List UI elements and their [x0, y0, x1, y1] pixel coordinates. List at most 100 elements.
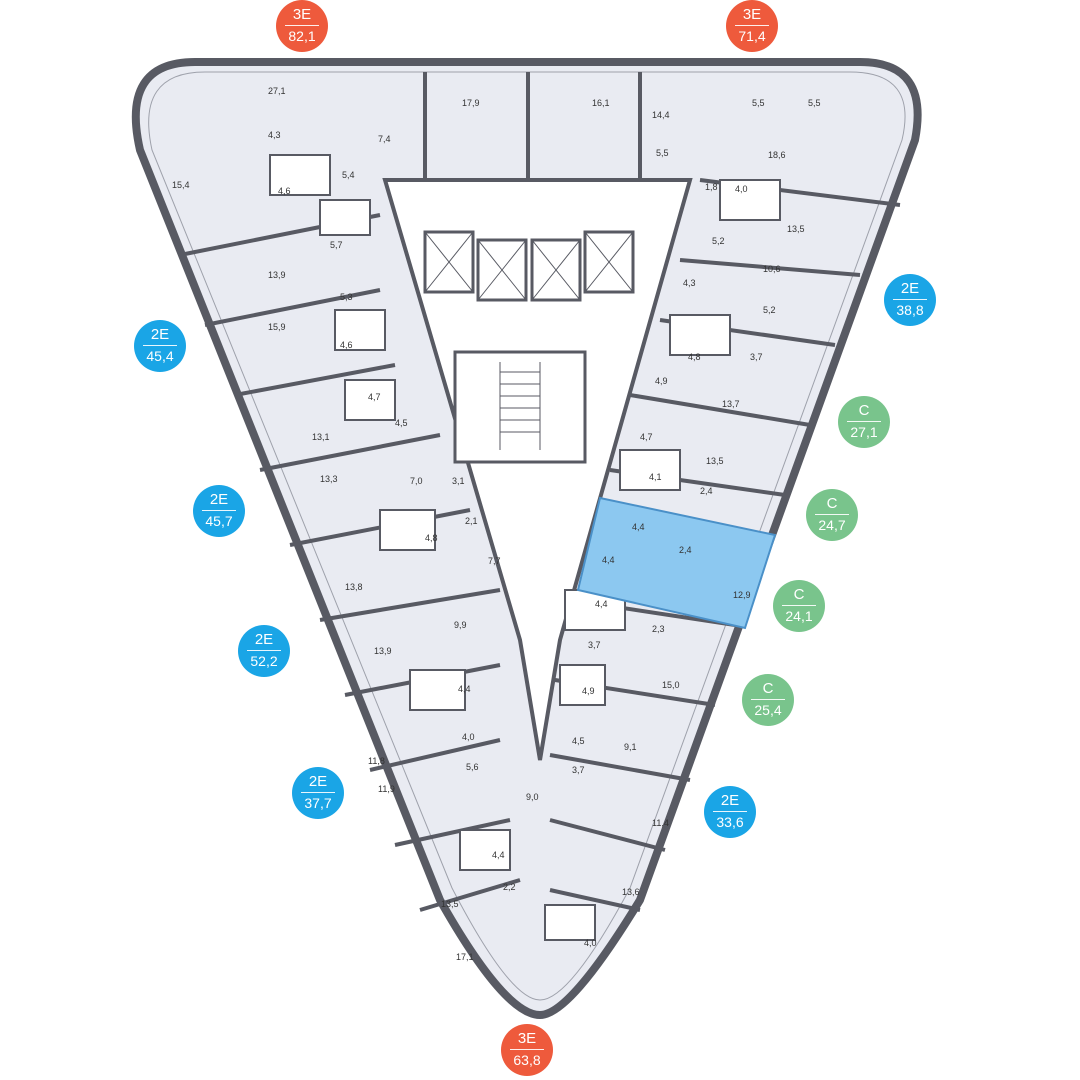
badge-type: 2E	[150, 326, 170, 343]
svg-text:4,5: 4,5	[395, 418, 408, 428]
badge-area: 24,1	[785, 608, 813, 624]
svg-text:3,7: 3,7	[588, 640, 601, 650]
svg-text:4,4: 4,4	[632, 522, 645, 532]
svg-text:13,7: 13,7	[722, 399, 740, 409]
svg-text:4,0: 4,0	[584, 938, 597, 948]
badge-area: 82,1	[288, 28, 316, 44]
apartment-badge-c-24-7[interactable]: C 24,7	[806, 489, 858, 541]
apartment-badge-2e-38[interactable]: 2E 38,8	[884, 274, 936, 326]
badge-type: 3E	[742, 6, 762, 23]
apartment-badge-3e-71[interactable]: 3E 71,4	[726, 0, 778, 52]
badge-area: 45,7	[205, 513, 233, 529]
svg-text:13,5: 13,5	[441, 899, 459, 909]
svg-text:1,8: 1,8	[705, 182, 718, 192]
svg-text:13,1: 13,1	[312, 432, 330, 442]
svg-text:4,4: 4,4	[595, 599, 608, 609]
elevator-shafts	[423, 230, 635, 464]
svg-text:3,1: 3,1	[452, 476, 465, 486]
svg-text:7,4: 7,4	[378, 134, 391, 144]
badge-area: 38,8	[896, 302, 924, 318]
svg-text:4,8: 4,8	[688, 352, 701, 362]
svg-text:4,1: 4,1	[649, 472, 662, 482]
apartment-badge-2e-33[interactable]: 2E 33,6	[704, 786, 756, 838]
svg-text:4,0: 4,0	[735, 184, 748, 194]
svg-text:4,6: 4,6	[340, 340, 353, 350]
apartment-badge-2e-52[interactable]: 2E 52,2	[238, 625, 290, 677]
apartment-badge-c-24-1[interactable]: C 24,1	[773, 580, 825, 632]
svg-text:12,9: 12,9	[733, 590, 751, 600]
apartment-badge-3e-63[interactable]: 3E 63,8	[501, 1024, 553, 1076]
apartment-badge-2e-37[interactable]: 2E 37,7	[292, 767, 344, 819]
badge-type: C	[793, 586, 805, 603]
svg-text:3,7: 3,7	[572, 765, 585, 775]
svg-text:16,1: 16,1	[592, 98, 610, 108]
svg-text:4,4: 4,4	[602, 555, 615, 565]
svg-text:4,6: 4,6	[278, 186, 291, 196]
svg-text:10,6: 10,6	[763, 264, 781, 274]
svg-text:15,9: 15,9	[268, 322, 286, 332]
badge-type: C	[858, 402, 870, 419]
svg-text:14,4: 14,4	[652, 110, 670, 120]
svg-text:13,5: 13,5	[706, 456, 724, 466]
svg-text:13,9: 13,9	[374, 646, 392, 656]
badge-type: 2E	[209, 491, 229, 508]
svg-text:18,6: 18,6	[768, 150, 786, 160]
svg-text:5,2: 5,2	[763, 305, 776, 315]
svg-text:2,4: 2,4	[700, 486, 713, 496]
svg-text:9,9: 9,9	[454, 620, 467, 630]
badge-type: 3E	[517, 1030, 537, 1047]
svg-text:4,3: 4,3	[268, 130, 281, 140]
svg-text:11,8: 11,8	[368, 756, 385, 766]
svg-text:4,8: 4,8	[425, 533, 438, 543]
svg-text:7,0: 7,0	[410, 476, 423, 486]
svg-text:4,0: 4,0	[462, 732, 475, 742]
svg-text:5,5: 5,5	[656, 148, 669, 158]
badge-area: 24,7	[818, 517, 846, 533]
svg-text:4,9: 4,9	[655, 376, 668, 386]
svg-text:13,9: 13,9	[268, 270, 286, 280]
badge-type: 2E	[900, 280, 920, 297]
room-area-labels: 27,1 4,3 7,4 17,9 16,1 14,4 5,5 5,5 5,5 …	[172, 86, 821, 962]
apartment-badge-3e-82[interactable]: 3E 82,1	[276, 0, 328, 52]
svg-text:4,5: 4,5	[572, 736, 585, 746]
bathrooms	[269, 154, 781, 941]
badge-area: 33,6	[716, 814, 744, 830]
svg-text:15,0: 15,0	[662, 680, 680, 690]
svg-text:2,3: 2,3	[652, 624, 665, 634]
svg-text:5,5: 5,5	[752, 98, 765, 108]
badge-type: 2E	[720, 792, 740, 809]
svg-text:11,4: 11,4	[652, 818, 669, 828]
partition-walls	[179, 72, 901, 912]
badge-area: 45,4	[146, 348, 174, 364]
badge-type: 3E	[292, 6, 312, 23]
svg-text:2,1: 2,1	[465, 516, 478, 526]
badge-area: 63,8	[513, 1052, 541, 1068]
svg-text:5,3: 5,3	[340, 292, 353, 302]
svg-text:2,4: 2,4	[679, 545, 692, 555]
apartment-badge-2e-45-4[interactable]: 2E 45,4	[134, 320, 186, 372]
svg-text:15,4: 15,4	[172, 180, 190, 190]
apartment-badge-c-27[interactable]: C 27,1	[838, 396, 890, 448]
svg-text:5,5: 5,5	[808, 98, 821, 108]
svg-text:5,4: 5,4	[342, 170, 355, 180]
svg-text:11,9: 11,9	[378, 784, 395, 794]
svg-text:9,1: 9,1	[624, 742, 637, 752]
selected-apartment[interactable]	[576, 496, 777, 630]
svg-text:7,7: 7,7	[488, 556, 501, 566]
svg-text:4,3: 4,3	[683, 278, 696, 288]
svg-text:13,8: 13,8	[345, 582, 363, 592]
svg-text:2,2: 2,2	[503, 882, 516, 892]
badge-area: 25,4	[754, 702, 782, 718]
svg-text:4,4: 4,4	[492, 850, 505, 860]
badge-type: 2E	[308, 773, 328, 790]
badge-type: C	[762, 680, 774, 697]
apartment-badge-2e-45-7[interactable]: 2E 45,7	[193, 485, 245, 537]
apartment-badge-c-25[interactable]: C 25,4	[742, 674, 794, 726]
svg-text:13,5: 13,5	[787, 224, 805, 234]
svg-text:4,4: 4,4	[458, 684, 471, 694]
svg-text:5,6: 5,6	[466, 762, 479, 772]
svg-text:9,0: 9,0	[526, 792, 539, 802]
svg-text:4,7: 4,7	[640, 432, 653, 442]
svg-text:13,3: 13,3	[320, 474, 338, 484]
